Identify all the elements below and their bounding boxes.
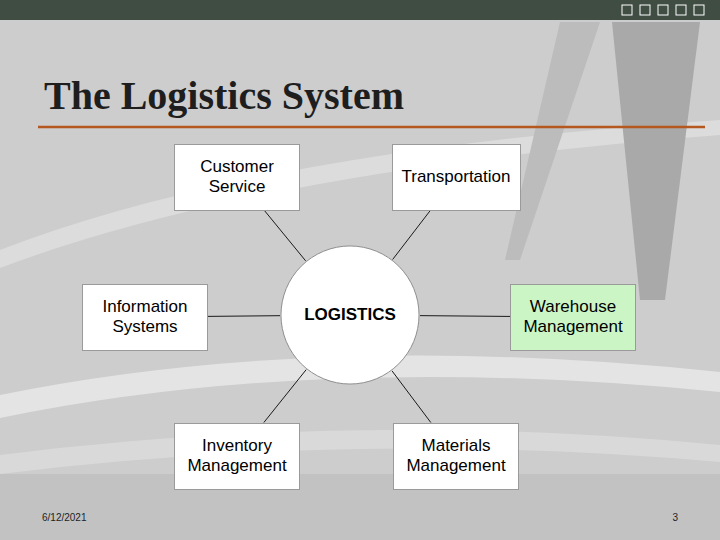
- box-label: Customer Service: [183, 157, 291, 198]
- page-number: 3: [672, 512, 678, 523]
- bar-square: [658, 5, 668, 15]
- hub-label: LOGISTICS: [304, 305, 396, 325]
- hub-circle: LOGISTICS: [280, 245, 420, 385]
- function-box: Information Systems: [82, 284, 208, 351]
- pillar: [505, 22, 600, 260]
- circle-shape: [281, 246, 419, 384]
- box-label: Warehouse Management: [519, 297, 627, 338]
- connector-line: [420, 315, 510, 317]
- slide-title: The Logistics System: [44, 72, 404, 119]
- function-box: Warehouse Management: [510, 284, 636, 351]
- bar-squares: [622, 5, 704, 15]
- bar-square: [622, 5, 632, 15]
- function-box: Customer Service: [174, 144, 300, 211]
- connector-line: [208, 315, 280, 317]
- function-box: Transportation: [392, 144, 521, 211]
- slide-date: 6/12/2021: [42, 512, 87, 523]
- bar-square: [694, 5, 704, 15]
- box-label: Information Systems: [91, 297, 199, 338]
- pillar: [612, 22, 700, 300]
- box-label: Transportation: [402, 167, 511, 187]
- ground: [0, 474, 720, 540]
- connector-line: [393, 211, 431, 260]
- bar-square: [676, 5, 686, 15]
- function-box: Materials Management: [393, 423, 519, 490]
- box-label: Inventory Management: [183, 436, 291, 477]
- function-box: Inventory Management: [174, 423, 300, 490]
- title-underline: [38, 126, 705, 129]
- connector-line: [264, 370, 306, 423]
- connector-line: [392, 371, 431, 423]
- overpass-band: [0, 430, 720, 474]
- bar-square: [640, 5, 650, 15]
- top-bar: [0, 0, 720, 20]
- overpass-band: [0, 120, 720, 268]
- box-label: Materials Management: [402, 436, 510, 477]
- connector-line: [264, 211, 305, 261]
